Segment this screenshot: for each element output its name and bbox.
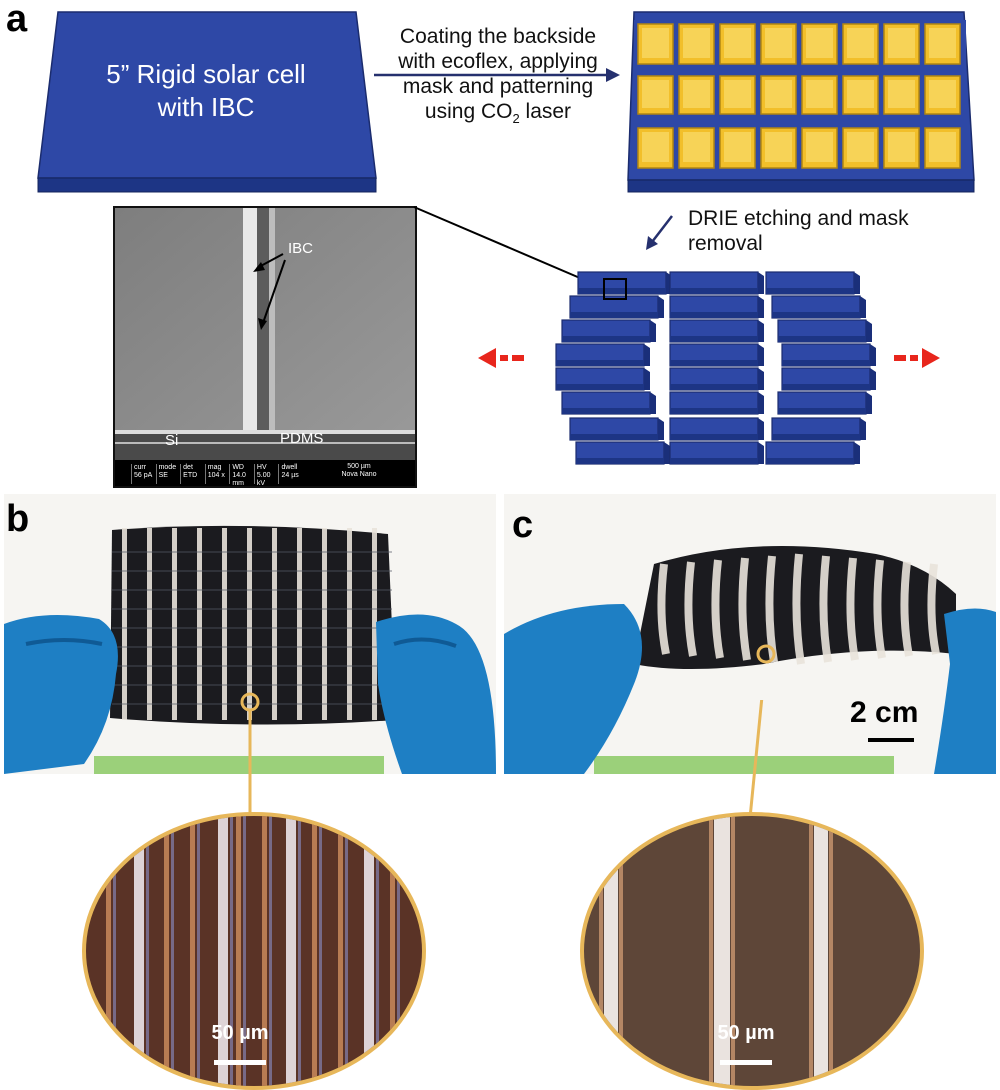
- micro-scale-line-b: [214, 1060, 266, 1065]
- panel-label-b: b: [6, 498, 30, 540]
- sem-info-value: SE: [158, 472, 168, 479]
- micrograph-b-texture: [106, 816, 400, 1086]
- stretched-cell-c: [634, 546, 956, 669]
- step1-description: Coating the backside with ecoflex, apply…: [378, 24, 618, 131]
- sem-info-header: HV: [256, 464, 267, 471]
- micro-scale-line-c: [720, 1060, 772, 1065]
- rigid-solar-cell: [37, 11, 377, 193]
- zoom-box: [603, 278, 627, 300]
- step2-line: DRIE etching and mask: [688, 207, 909, 230]
- cell-label-line1: 5” Rigid solar cell: [106, 59, 306, 89]
- micro-scale-c: 50 µm: [717, 1022, 775, 1044]
- sem-info-value: 104 x: [207, 472, 225, 479]
- micrograph-c-texture: [599, 816, 833, 1086]
- right-stretch-arrow: [894, 348, 940, 368]
- sem-scale-text: 500 µm: [347, 463, 371, 470]
- step1-line-last: using CO2 laser: [424, 100, 572, 127]
- sem-info-header: det: [183, 464, 193, 471]
- step2-arrow: [646, 215, 673, 250]
- sem-info-header: mode: [158, 464, 177, 471]
- sem-label-pdms: PDMS: [280, 430, 324, 447]
- magnify-connectors: [248, 700, 764, 819]
- ruler-b: [94, 756, 384, 774]
- cell-label-line2: with IBC: [157, 92, 255, 122]
- sem-info-value: 56 pA: [134, 472, 153, 479]
- right-glove-c: [934, 608, 996, 774]
- left-glove-c: [504, 604, 642, 774]
- sem-info-header: dwell: [281, 464, 298, 471]
- sem-info-value: 24 µs: [281, 472, 299, 479]
- step2-line: removal: [688, 232, 763, 255]
- stretch-columns: [555, 271, 876, 465]
- patterned-solar-cell: [627, 11, 975, 193]
- photo-c: 2 cm: [504, 494, 996, 774]
- sem-info-header: WD: [232, 464, 244, 471]
- scale-bar-c-line: [868, 738, 914, 742]
- micrograph-c: 50 µm: [580, 812, 924, 1090]
- step1-line: Coating the backside: [399, 25, 597, 48]
- sem-info-value: 14.0 mm: [232, 472, 246, 487]
- stretchable-cell: [478, 271, 940, 465]
- left-stretch-arrow: [478, 348, 524, 368]
- sem-texture: [115, 208, 415, 460]
- step1-arrow: [374, 68, 620, 82]
- sem-info-value: ETD: [183, 472, 198, 479]
- ruler-c: [594, 756, 894, 774]
- step1-line: mask and patterning: [402, 75, 594, 98]
- step1-line: with ecoflex, applying: [398, 50, 598, 73]
- magnify-ring-c: [756, 644, 776, 664]
- panel-label-a: a: [6, 0, 28, 40]
- sem-instrument: Nova Nano: [341, 471, 377, 478]
- left-glove-b: [4, 615, 118, 774]
- gold-pad-array: [634, 20, 966, 172]
- flexible-cell-b: [110, 525, 396, 725]
- sem-scale-group: 500 µm Nova Nano: [307, 463, 411, 479]
- sem-info-header: mag: [207, 464, 222, 471]
- panel-label-c: c: [512, 504, 534, 546]
- micro-scale-b: 50 µm: [211, 1022, 269, 1044]
- micrograph-b: 50 µm: [82, 812, 426, 1090]
- photo-c-scene: [504, 494, 996, 774]
- step2-description: DRIE etching and mask removal: [688, 206, 968, 256]
- sem-info-header: curr: [134, 464, 147, 471]
- sem-info-value: 5.00 kV: [256, 472, 271, 487]
- zoom-lines: [413, 206, 609, 291]
- sem-label-si: Si: [165, 432, 179, 449]
- right-glove-b: [376, 614, 496, 774]
- cell-label: 5” Rigid solar cell with IBC: [56, 58, 356, 124]
- scale-bar-c: 2 cm: [850, 696, 919, 729]
- sem-label-ibc: IBC: [288, 240, 314, 257]
